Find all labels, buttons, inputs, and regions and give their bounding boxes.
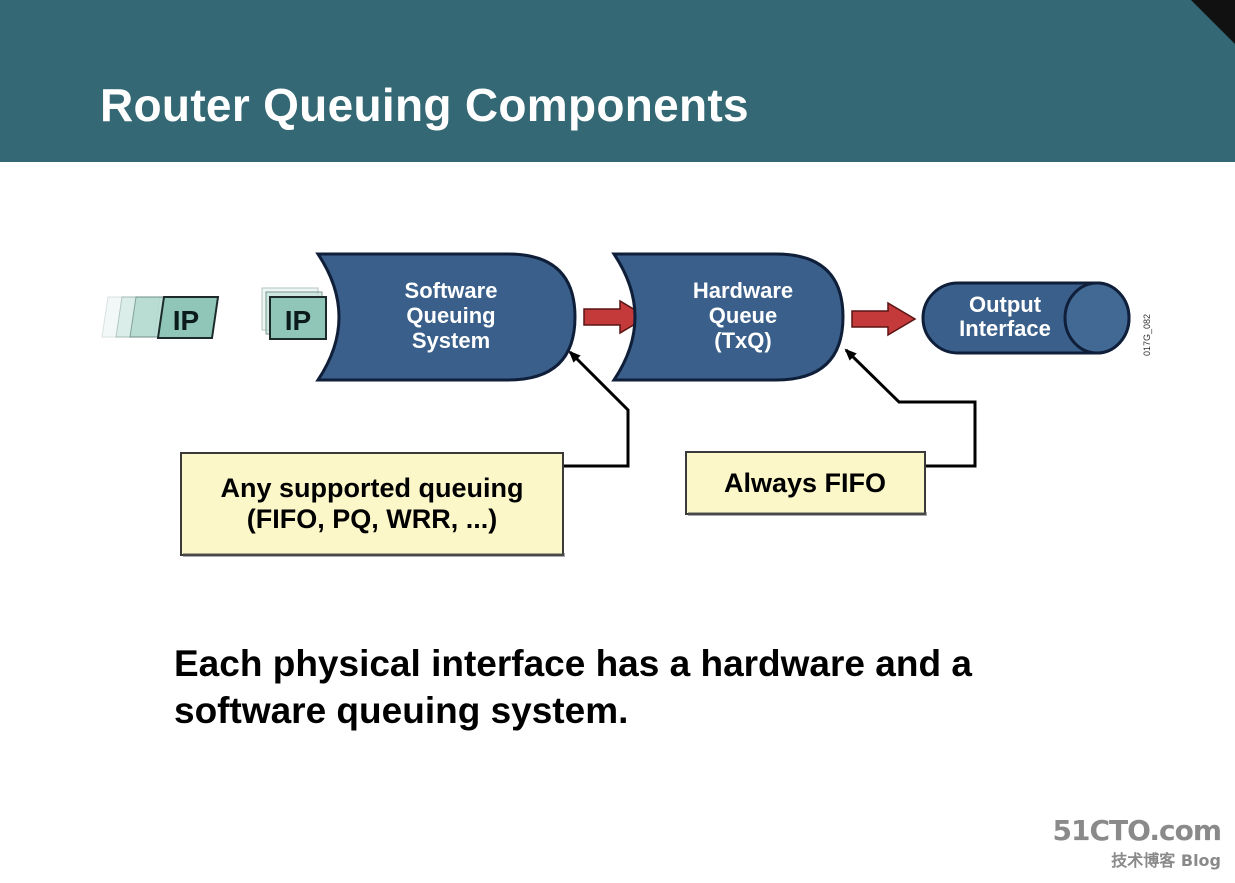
caption-line-1: Each physical interface has a hardware a…	[174, 643, 972, 684]
hardware-queue-label-line-1: Hardware	[693, 278, 793, 303]
hardware-queue-label-line-3: (TxQ)	[714, 328, 771, 353]
ip-packet-stream-1: IP	[101, 296, 220, 339]
watermark-subtitle: 技术博客 Blog	[1111, 851, 1221, 870]
callout-hardware-connector	[844, 348, 977, 468]
hardware-queue-label-line-2: Queue	[709, 303, 777, 328]
slide-caption: Each physical interface has a hardware a…	[174, 640, 1134, 734]
software-queue-label-line-1: Software	[405, 278, 498, 303]
ip-packet-1-label: IP	[173, 305, 199, 336]
software-queue-label-line-3: System	[412, 328, 490, 353]
ip-packet-2-label: IP	[285, 305, 311, 336]
ip-packet-1	[156, 296, 220, 339]
software-queue-shape	[315, 252, 577, 382]
output-interface-cylinder	[921, 281, 1131, 355]
output-interface-label-line-1: Output	[969, 292, 1042, 317]
hardware-queue-shape	[611, 252, 845, 382]
ip-packet-2	[269, 296, 327, 340]
slide-title: Router Queuing Components	[100, 79, 749, 131]
header-corner-decoration	[1191, 0, 1235, 44]
figure-id: 017G_082	[1142, 314, 1152, 356]
callout-software-box	[180, 452, 564, 556]
watermark: 51CTO.com 技术博客 Blog	[1052, 814, 1222, 871]
callout-software-line-2: (FIFO, PQ, WRR, ...)	[247, 504, 497, 534]
title-bar: Router Queuing Components	[0, 0, 1235, 162]
output-interface-label-line-2: Interface	[959, 316, 1051, 341]
callout-hardware-line-1: Always FIFO	[724, 468, 886, 498]
watermark-logo: 51CTO.com	[1052, 814, 1222, 847]
callout-software-line-1: Any supported queuing	[221, 473, 524, 503]
flow-arrow-hardware-to-interface	[851, 301, 917, 337]
callout-software-connector	[563, 350, 630, 468]
software-queue-label-line-2: Queuing	[406, 303, 495, 328]
ip-packet-stream-2: IP	[261, 287, 327, 340]
caption-line-2: software queuing system.	[174, 690, 629, 731]
